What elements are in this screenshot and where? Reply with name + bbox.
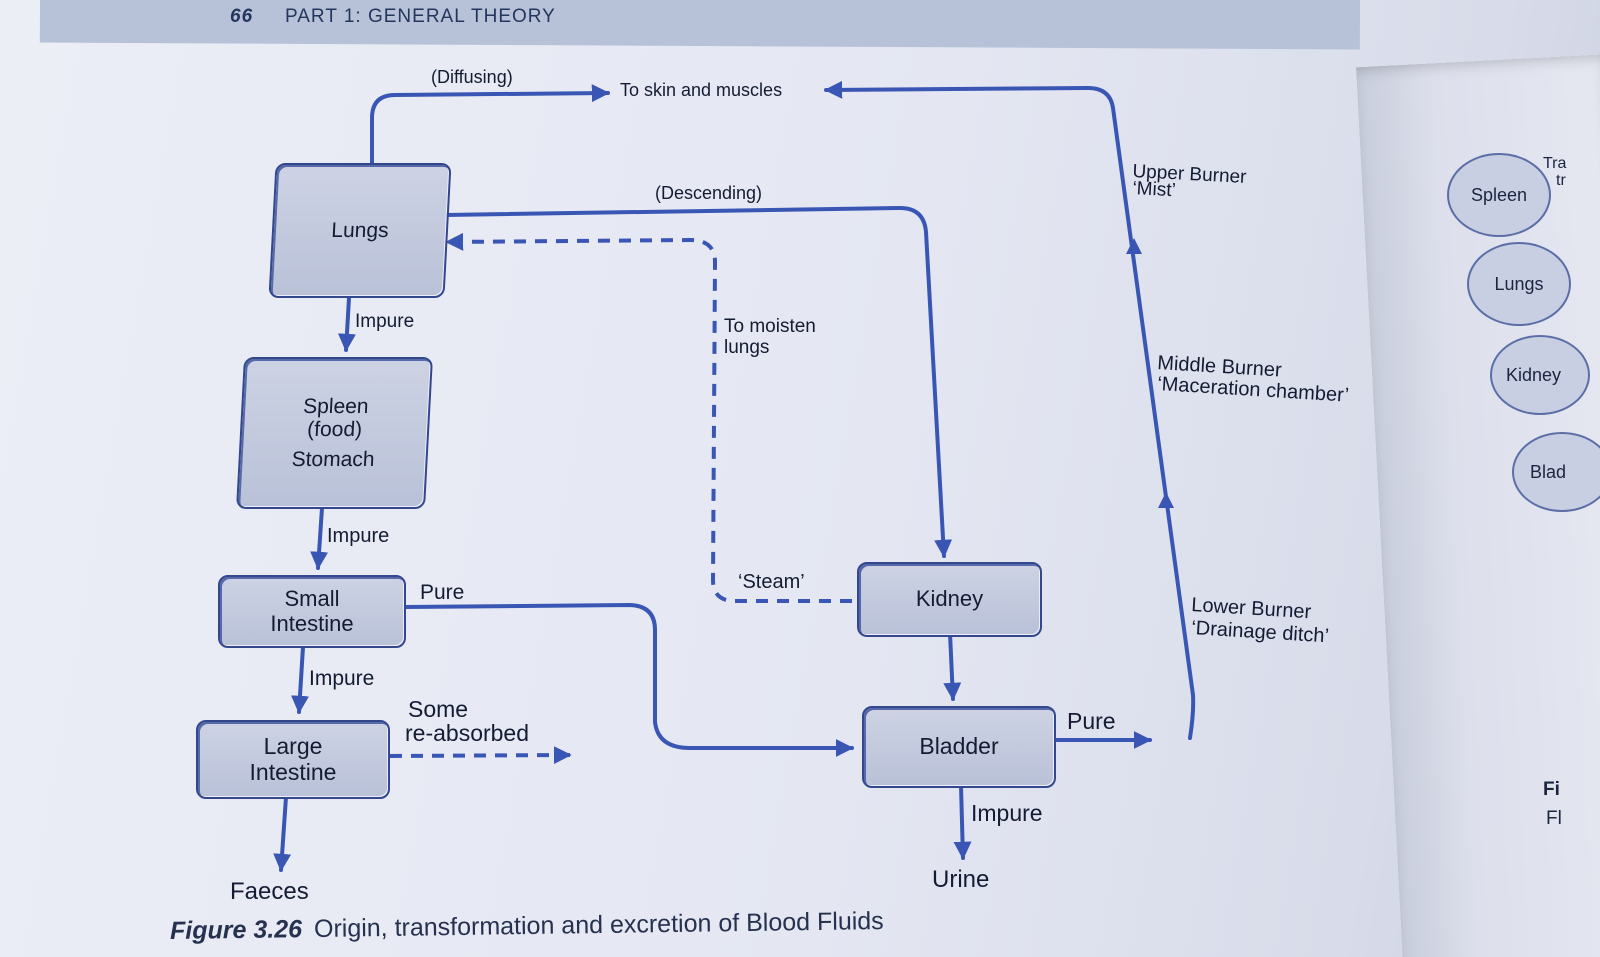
impure-label-bladder: Impure (971, 800, 1043, 826)
right-circle-spleen: Spleen (1447, 153, 1551, 237)
right-edge-text-3: Fi (1543, 779, 1560, 800)
small-intestine-pure-arrow (403, 603, 854, 757)
faeces-label: Faeces (230, 878, 309, 905)
descending-label: (Descending) (655, 183, 763, 203)
some-label: Some (408, 696, 469, 722)
right-edge-text-4: Fl (1546, 808, 1562, 829)
to-moisten-label-2: lungs (724, 337, 770, 358)
food-label: (food) (306, 418, 363, 442)
right-circle-bladder-label: Blad (1530, 461, 1567, 482)
lungs-label: Lungs (330, 218, 390, 242)
lungs-box: Lungs (268, 163, 452, 298)
small-intestine-line1: Small (284, 586, 340, 612)
small-intestine-impure-arrow (291, 645, 309, 714)
impure-label-small-intestine: Impure (309, 667, 375, 690)
faeces-arrow (273, 795, 292, 872)
small-intestine-line2: Intestine (270, 610, 354, 636)
spleen-stomach-box: Spleen (food) Stomach (236, 357, 433, 509)
right-edge-text-1: Tra (1543, 155, 1567, 172)
kidney-box: Kidney (857, 562, 1042, 637)
upper-burner-arrowhead (1126, 238, 1142, 254)
large-intestine-line1: Large (263, 733, 323, 760)
pure-label-bladder: Pure (1067, 708, 1116, 734)
urine-arrow (953, 784, 972, 860)
right-edge-text-2: tr (1556, 172, 1566, 189)
right-circle-spleen-label: Spleen (1470, 184, 1528, 205)
kidney-label: Kidney (915, 586, 984, 612)
right-circle-kidney: Kidney (1490, 335, 1590, 415)
spleen-impure-arrow (310, 506, 329, 570)
spleen-label: Spleen (302, 395, 370, 419)
diffusing-arrow (370, 84, 610, 165)
steam-arrow (445, 232, 852, 603)
small-intestine-box: Small Intestine (218, 575, 406, 648)
to-skin-label: To skin and muscles (620, 80, 783, 100)
bladder-label: Bladder (919, 733, 999, 760)
large-intestine-box: Large Intestine (196, 720, 390, 799)
figure-number: Figure 3.26 (169, 915, 303, 945)
pure-label-small-intestine: Pure (420, 581, 465, 604)
bladder-box: Bladder (862, 706, 1056, 788)
large-intestine-line2: Intestine (249, 758, 337, 785)
descending-arrow (443, 206, 953, 558)
reabsorbed-label: re-absorbed (405, 720, 530, 746)
running-title: PART 1: GENERAL THEORY (285, 6, 556, 27)
right-circle-lungs-label: Lungs (1494, 273, 1544, 294)
diffusing-label: (Diffusing) (431, 67, 513, 87)
middle-burner-arrowhead (1158, 492, 1174, 508)
impure-label-lungs: Impure (355, 311, 415, 332)
right-circle-lungs: Lungs (1467, 242, 1571, 326)
reabsorbed-arrow (389, 746, 572, 765)
mist-label: ‘Mist’ (1131, 178, 1177, 202)
upper-burner-line (824, 80, 1196, 740)
urine-label: Urine (932, 866, 990, 893)
impure-label-spleen: Impure (327, 525, 390, 547)
page-number: 66 (230, 6, 254, 27)
right-circle-kidney-label: Kidney (1506, 364, 1562, 385)
to-moisten-label-1: To moisten (724, 316, 816, 337)
stomach-label: Stomach (291, 447, 376, 471)
kidney-bladder-arrow (943, 631, 962, 701)
lungs-impure-arrow (337, 296, 356, 352)
right-circle-bladder: Blad (1512, 432, 1600, 512)
steam-label: ‘Steam’ (738, 571, 805, 593)
